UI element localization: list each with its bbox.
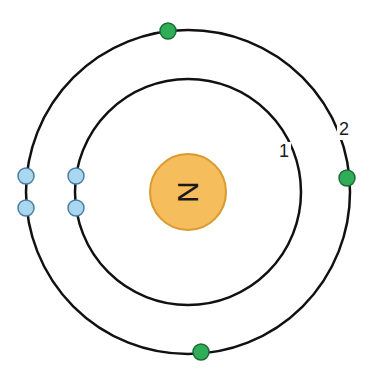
electron <box>68 200 84 216</box>
electron <box>18 200 34 216</box>
inner-orbit <box>75 79 301 305</box>
electron <box>193 344 209 360</box>
nucleus-node: N <box>150 154 226 230</box>
outer-orbit <box>26 30 350 354</box>
nucleus <box>150 154 226 230</box>
shell-number: 1 <box>277 142 291 162</box>
electron <box>339 170 355 186</box>
element-symbol: N <box>173 181 203 203</box>
electron <box>160 23 176 39</box>
electron <box>18 168 34 184</box>
shell-number: 2 <box>337 120 351 140</box>
electron <box>68 168 84 184</box>
